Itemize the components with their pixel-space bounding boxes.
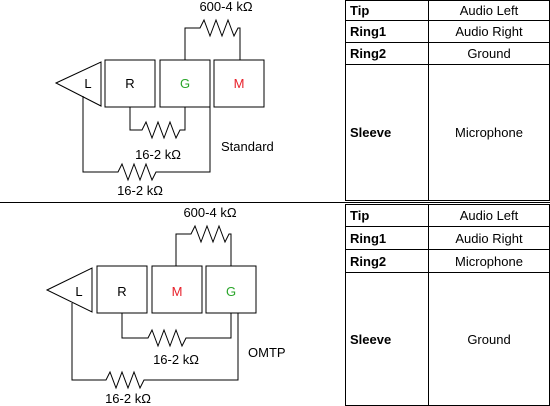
standard-panel: 600-4 kΩ L R G M 16-2 kΩ 16-2 kΩ Standar… bbox=[0, 0, 550, 202]
pin-cell: Sleeve bbox=[345, 272, 429, 406]
pin-cell: Ring1 bbox=[345, 20, 429, 43]
standard-contact-l-label: L bbox=[84, 76, 91, 91]
omtp-contact-tip bbox=[45, 267, 93, 313]
standard-circuit-diagram: 600-4 kΩ L R G M 16-2 kΩ 16-2 kΩ Standar… bbox=[54, 0, 274, 198]
omtp-contact-ring2 bbox=[151, 265, 203, 314]
standard-label: Standard bbox=[221, 139, 274, 154]
table-row: Tip Audio Left bbox=[345, 0, 550, 21]
pin-cell: Tip bbox=[345, 204, 429, 227]
function-cell: Ground bbox=[428, 272, 550, 406]
standard-bottom-resistor bbox=[82, 96, 211, 182]
omtp-circuit-diagram: 600-4 kΩ L R M G 16-2 kΩ 16-2 kΩ OMTP bbox=[45, 205, 286, 406]
omtp-top-resistor bbox=[175, 224, 232, 268]
function-cell: Audio Right bbox=[428, 226, 550, 250]
standard-contact-ring1 bbox=[104, 59, 156, 108]
table-row: Ring2 Microphone bbox=[345, 249, 550, 273]
standard-mid-resistor bbox=[129, 107, 186, 140]
table-row: Ring1 Audio Right bbox=[345, 226, 550, 250]
standard-mid-resistor-label: 16-2 kΩ bbox=[135, 147, 181, 162]
standard-contact-tip bbox=[54, 61, 102, 107]
panel-divider bbox=[0, 202, 550, 203]
standard-contact-sleeve bbox=[213, 59, 265, 108]
table-row: Tip Audio Left bbox=[345, 204, 550, 227]
standard-contact-m-label: M bbox=[234, 76, 245, 91]
omtp-contact-ring1 bbox=[96, 265, 148, 314]
function-cell: Microphone bbox=[428, 249, 550, 273]
omtp-mid-resistor bbox=[121, 313, 232, 348]
omtp-pinout-table: Tip Audio Left Ring1 Audio Right Ring2 M… bbox=[345, 204, 550, 406]
pin-cell: Ring2 bbox=[345, 42, 429, 65]
standard-contact-g-label: G bbox=[180, 76, 190, 91]
pin-cell: Ring2 bbox=[345, 249, 429, 273]
function-cell: Audio Left bbox=[428, 0, 550, 21]
function-cell: Microphone bbox=[428, 64, 550, 201]
omtp-bottom-resistor bbox=[71, 303, 239, 390]
standard-top-resistor-label: 600-4 kΩ bbox=[199, 0, 252, 14]
omtp-bottom-resistor-label: 16-2 kΩ bbox=[105, 391, 151, 406]
omtp-panel: 600-4 kΩ L R M G 16-2 kΩ 16-2 kΩ OMTP Ti… bbox=[0, 204, 550, 406]
omtp-contact-r-label: R bbox=[117, 284, 126, 299]
table-row: Ring1 Audio Right bbox=[345, 20, 550, 43]
omtp-mid-resistor-label: 16-2 kΩ bbox=[153, 352, 199, 367]
omtp-contact-sleeve bbox=[205, 265, 257, 314]
standard-contact-ring2 bbox=[159, 59, 211, 108]
pin-cell: Sleeve bbox=[345, 64, 429, 201]
omtp-contact-g-label: G bbox=[226, 284, 236, 299]
omtp-top-resistor-label: 600-4 kΩ bbox=[183, 205, 236, 220]
table-row: Sleeve Ground bbox=[345, 272, 550, 406]
standard-pinout-table: Tip Audio Left Ring1 Audio Right Ring2 G… bbox=[345, 0, 550, 201]
function-cell: Audio Right bbox=[428, 20, 550, 43]
omtp-contact-l-label: L bbox=[75, 284, 82, 299]
standard-bottom-resistor-label: 16-2 kΩ bbox=[117, 183, 163, 198]
omtp-label: OMTP bbox=[248, 345, 286, 360]
omtp-contact-m-label: M bbox=[172, 284, 183, 299]
standard-contact-r-label: R bbox=[125, 76, 134, 91]
standard-top-resistor bbox=[184, 18, 241, 62]
pin-cell: Ring1 bbox=[345, 226, 429, 250]
table-row: Ring2 Ground bbox=[345, 42, 550, 65]
pin-cell: Tip bbox=[345, 0, 429, 21]
function-cell: Audio Left bbox=[428, 204, 550, 227]
function-cell: Ground bbox=[428, 42, 550, 65]
table-row: Sleeve Microphone bbox=[345, 64, 550, 201]
